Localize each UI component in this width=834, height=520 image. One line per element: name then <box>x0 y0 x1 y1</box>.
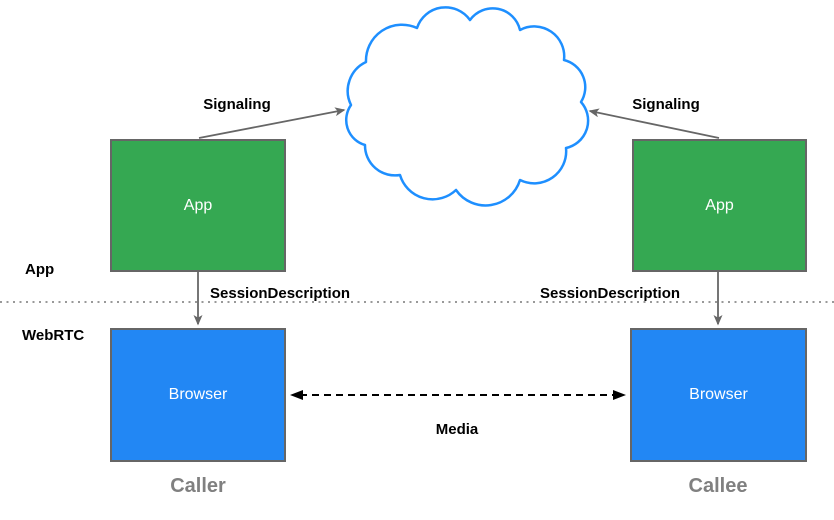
media-arrow <box>290 390 626 400</box>
signaling-arrow-right <box>588 108 720 139</box>
browser-box-right-label: Browser <box>689 386 748 403</box>
session-description-label-right: SessionDescription <box>540 285 681 302</box>
caller-label: Caller <box>170 475 226 497</box>
layer-label-webrtc: WebRTC <box>22 327 85 344</box>
media-label: Media <box>435 421 479 438</box>
signaling-arrow-left <box>198 107 346 139</box>
signaling-label-right: Signaling <box>632 96 700 113</box>
app-box-left: App <box>110 139 286 272</box>
app-box-right-label: App <box>705 196 734 214</box>
browser-box-left-label: Browser <box>168 386 228 403</box>
layer-label-app: App <box>25 261 55 278</box>
cloud-icon <box>344 6 590 207</box>
app-box-right: App <box>632 139 807 272</box>
session-description-label-left: SessionDescription <box>210 285 351 302</box>
app-box-left-label: App <box>183 196 213 214</box>
signaling-label-left: Signaling <box>203 96 271 113</box>
callee-label: Callee <box>688 475 748 497</box>
browser-box-left: Browser <box>110 328 286 462</box>
browser-box-right: Browser <box>630 328 807 462</box>
